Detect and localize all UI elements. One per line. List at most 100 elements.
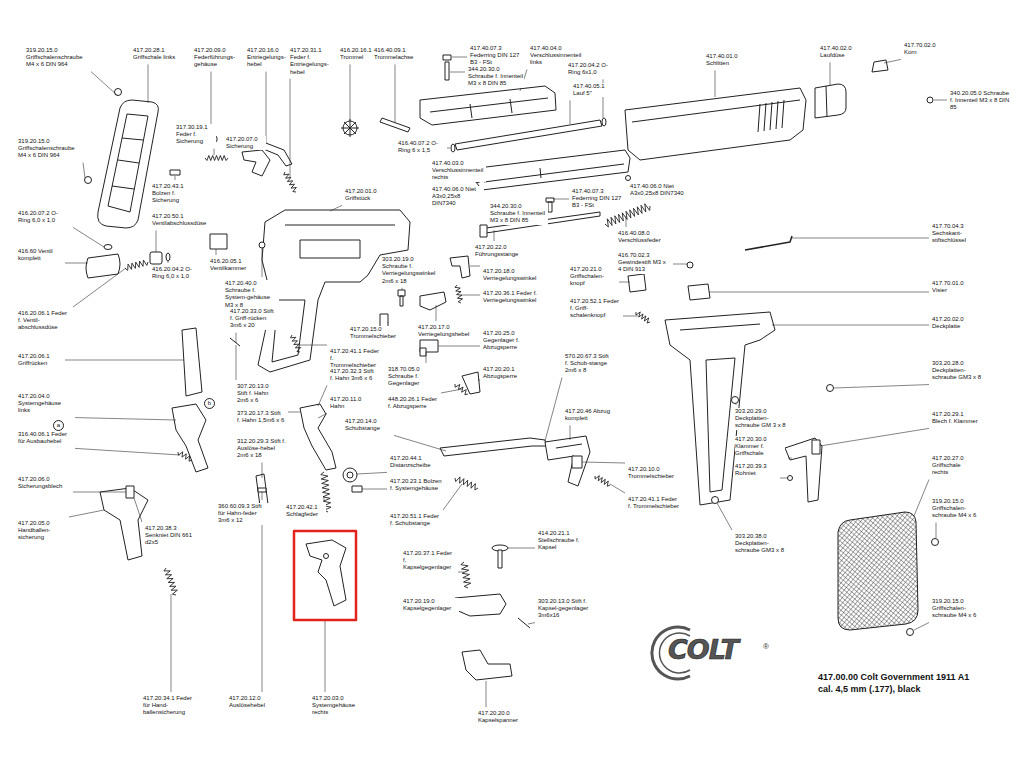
front-sight — [872, 60, 888, 72]
capsule-tensioner — [462, 650, 512, 680]
leader-line — [65, 263, 88, 264]
coil-spring — [291, 335, 301, 352]
callout-label: 319.20.15.0 Griffschalenschraube M4 x 6 … — [18, 138, 80, 160]
capsule-bearing — [455, 594, 506, 616]
leader-line — [486, 681, 487, 707]
callout-label: 417.20.11.0 Hahn — [330, 396, 370, 410]
slide-detail — [632, 100, 800, 132]
leader-line — [175, 176, 176, 180]
callout-label: 417.20.42.1 Schlagfeder — [286, 504, 326, 518]
callout-label: 417.40.06.0 Niet A3x0,25x8 DIN7340 — [432, 186, 484, 208]
screw — [115, 89, 122, 96]
bolt — [170, 170, 180, 175]
leader-line — [438, 346, 480, 347]
leader-line — [350, 64, 351, 121]
coil-spring — [125, 260, 148, 270]
callout-label: 416.40.08.0 Verschlussfeder — [618, 230, 668, 244]
valve — [86, 254, 120, 278]
spacer — [343, 468, 357, 482]
leader-line — [570, 100, 571, 124]
leader-line — [936, 523, 937, 538]
callout-label: 416.20.16.1 Trommel — [340, 47, 374, 61]
callout-label: 414.20.21.1 Stellschraube f. Kapsel — [538, 530, 588, 552]
leader-line — [494, 230, 495, 241]
callout-label: 319.20.15.0 Griffschalen-schraube M4 x 6 — [932, 598, 984, 620]
leader-line — [288, 412, 300, 413]
leader-line — [318, 385, 327, 406]
leader-line — [236, 333, 237, 343]
leader-line — [582, 462, 625, 463]
callout-label: 417.20.17.0 Verriegelungshebel — [418, 324, 474, 338]
leader-line — [476, 182, 477, 183]
leader-line — [214, 149, 215, 155]
barrel — [455, 120, 602, 150]
part-outline — [85, 55, 939, 680]
leader-line — [216, 249, 217, 255]
coil-spring — [455, 285, 463, 303]
callout-label: 417.20.44.1 Distanzscheibe — [390, 455, 440, 469]
highlight-box — [294, 531, 356, 620]
bolt — [352, 486, 362, 492]
callout-label: 417.20.01.0 Griffstück — [345, 188, 389, 202]
housing-hole — [324, 554, 329, 559]
callout-label: 417.20.41.1 Feder f. Trommelschieber — [330, 348, 380, 370]
leader-line — [610, 484, 625, 493]
callout-label: 416.20.04.2 O-Ring 6,0 x 1,0 — [152, 266, 202, 280]
clamp-plate — [812, 440, 820, 454]
leader-line — [545, 378, 562, 441]
callout-label: 417.20.40.0 Schraube f. System-gehäuse M… — [225, 280, 279, 309]
callout-label: 303.20.29.0 Deckplatten-schraube GM 3 x … — [735, 408, 787, 430]
callout-label: 570.20.67.3 Stift f. Schub-stange 2m6 x … — [565, 353, 611, 375]
leader-line — [623, 316, 638, 317]
pin — [230, 338, 240, 346]
callout-label: 344.20.30.0 Schraube f. Innenteil M3 x 8… — [468, 66, 524, 88]
safety — [242, 150, 270, 176]
callout-label: 416.20.06.1 Feder f. Ventil-abschlussdüs… — [18, 310, 70, 332]
adjust-screw — [498, 550, 502, 568]
callout-label: 417.20.28.1 Griffschale links — [133, 47, 181, 61]
leader-line — [236, 345, 237, 380]
callout-label: 417.20.18.0 Verriegelungswinkel — [483, 268, 539, 282]
callout-label: 417.20.52.1 Feder f. Griff-schalenknopf — [570, 298, 620, 320]
leader-line — [834, 385, 929, 388]
callout-label: 417.40.05.1 Lauf 5" — [573, 83, 613, 97]
leader-line — [441, 389, 462, 393]
leader-line — [934, 100, 947, 101]
callout-label: 417.20.43.1 Bolzen f. Sicherung — [152, 183, 202, 205]
screw — [732, 397, 739, 404]
leader-line — [673, 264, 688, 265]
leader-line — [470, 266, 480, 267]
callout-label: 373.20.17.3 Stift f. Hahn 1,5m6 x 6 — [237, 410, 285, 424]
callout-label: 307.20.13.0 Stift f. Hahn 2m6 x 6 — [237, 383, 277, 405]
leader-line — [357, 472, 387, 474]
callout-label: 417.40.01.0 Schlitten — [706, 53, 746, 67]
screw — [420, 348, 426, 356]
callout-label: 303.20.13.0 Stift f. Kapsel-gegenlager 3… — [538, 598, 594, 620]
o-ring — [104, 245, 112, 250]
leader-line — [914, 623, 929, 630]
nozzle — [815, 84, 846, 118]
leader-line — [325, 621, 326, 692]
leader-line — [262, 506, 263, 692]
leader-line — [83, 163, 85, 178]
coil-spring — [595, 476, 610, 487]
callout-label: 417.70.02.0 Korn — [904, 42, 942, 56]
callout-label: 417.40.07.3 Federring DIN 127 B3 - FSt — [572, 188, 622, 210]
callout-label: 319.20.15.0 Griffschalen-schraube M4 x 6 — [932, 498, 984, 520]
leader-line — [914, 480, 929, 516]
callout-label: 416.40.07.2 O-Ring 6 x 1,5 — [398, 140, 444, 154]
inner-part-right — [476, 150, 630, 190]
leader-line — [91, 72, 118, 96]
leader-line — [426, 352, 427, 363]
callout-label: 448.20.26.1 Feder f. Abzugsperre — [388, 396, 438, 410]
callout-label: 417.40.03.0 Verschlussinnenteil rechts — [432, 160, 486, 182]
grip-panel — [98, 100, 159, 228]
leader-line — [73, 492, 126, 493]
leader-line — [134, 498, 142, 522]
inner-part-detail — [430, 98, 548, 118]
callout-label: 417.20.14.0 Schubstange — [345, 418, 391, 432]
leader-line — [788, 458, 792, 459]
leader-line — [830, 62, 831, 86]
callout-label: 317.30.19.1 Feder f. Sicherung — [176, 124, 216, 146]
